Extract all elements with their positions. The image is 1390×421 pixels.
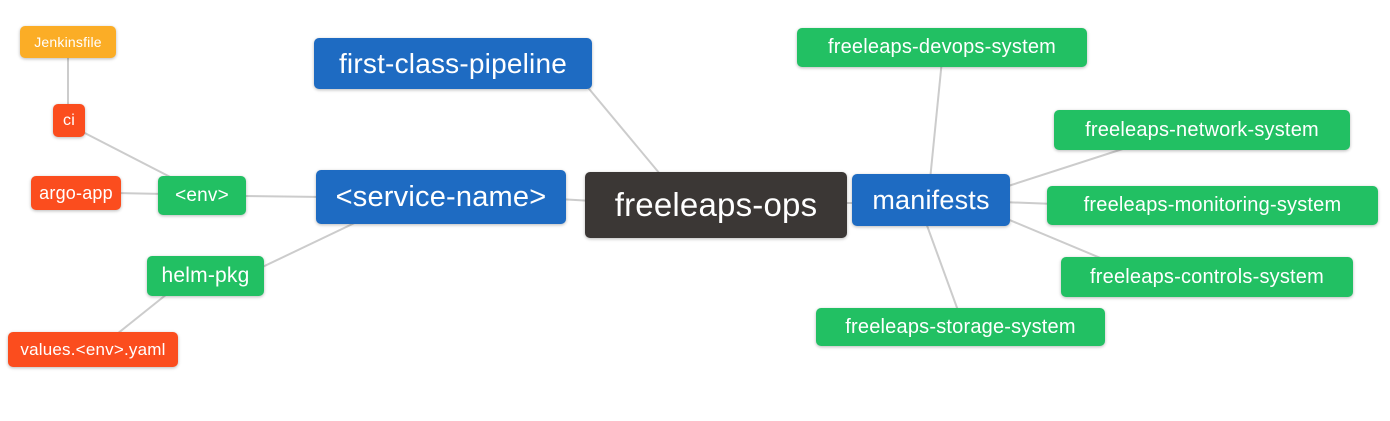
node-freeleaps-controls-system[interactable]: freeleaps-controls-system xyxy=(1061,257,1353,297)
node-values-env-yaml[interactable]: values.<env>.yaml xyxy=(8,332,178,367)
node-service-name[interactable]: <service-name> xyxy=(316,170,566,224)
edge-env-service-name xyxy=(239,195,325,198)
edge-manifests-storage-system xyxy=(924,219,961,317)
edge-manifests-network-system xyxy=(1001,145,1133,189)
edge-manifests-devops-system xyxy=(929,59,943,181)
node-freeleaps-devops-system[interactable]: freeleaps-devops-system xyxy=(797,28,1087,67)
node-helm-pkg[interactable]: helm-pkg xyxy=(147,256,264,296)
node-argo-app[interactable]: argo-app xyxy=(31,176,121,210)
edge-ci-env xyxy=(74,127,181,183)
node-freeleaps-storage-system[interactable]: freeleaps-storage-system xyxy=(816,308,1105,346)
edge-first-class-pipeline-ops xyxy=(584,83,666,181)
node-jenkinsfile[interactable]: Jenkinsfile xyxy=(20,26,116,58)
edge-manifests-monitoring-system xyxy=(1001,201,1056,205)
edge-service-name-helm-pkg xyxy=(251,217,366,273)
node-first-class-pipeline[interactable]: first-class-pipeline xyxy=(314,38,592,89)
node-manifests[interactable]: manifests xyxy=(852,174,1010,226)
node-freeleaps-network-system[interactable]: freeleaps-network-system xyxy=(1054,110,1350,150)
edge-argo-app-env xyxy=(114,192,167,195)
edge-helm-pkg-values-env-yaml xyxy=(111,289,173,339)
node-freeleaps-monitoring-system[interactable]: freeleaps-monitoring-system xyxy=(1047,186,1378,225)
node-ci[interactable]: ci xyxy=(53,104,85,137)
node-freeleaps-ops[interactable]: freeleaps-ops xyxy=(585,172,847,238)
node-env[interactable]: <env> xyxy=(158,176,246,215)
edge-manifests-controls-system xyxy=(999,215,1111,263)
